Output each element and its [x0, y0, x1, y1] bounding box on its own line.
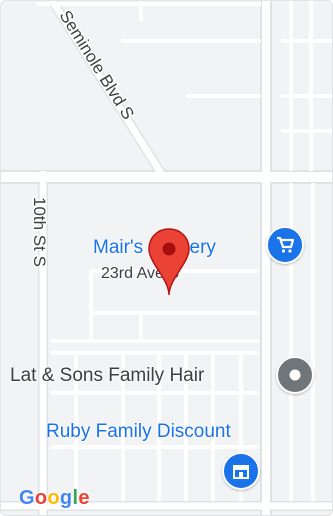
google-logo: Google — [19, 487, 90, 509]
store-icon[interactable] — [222, 452, 260, 490]
shopping-cart-icon[interactable] — [266, 226, 304, 264]
street-label-10th-st: 10th St S — [30, 197, 49, 267]
street-label-seminole-blvd: Seminole Blvd S — [56, 7, 138, 123]
place-dot-icon[interactable] — [276, 356, 314, 394]
poi-label-discount-store[interactable]: Ruby Family Discount — [46, 421, 231, 442]
poi-label-hair-salon[interactable]: Lat & Sons Family Hair — [10, 365, 205, 386]
